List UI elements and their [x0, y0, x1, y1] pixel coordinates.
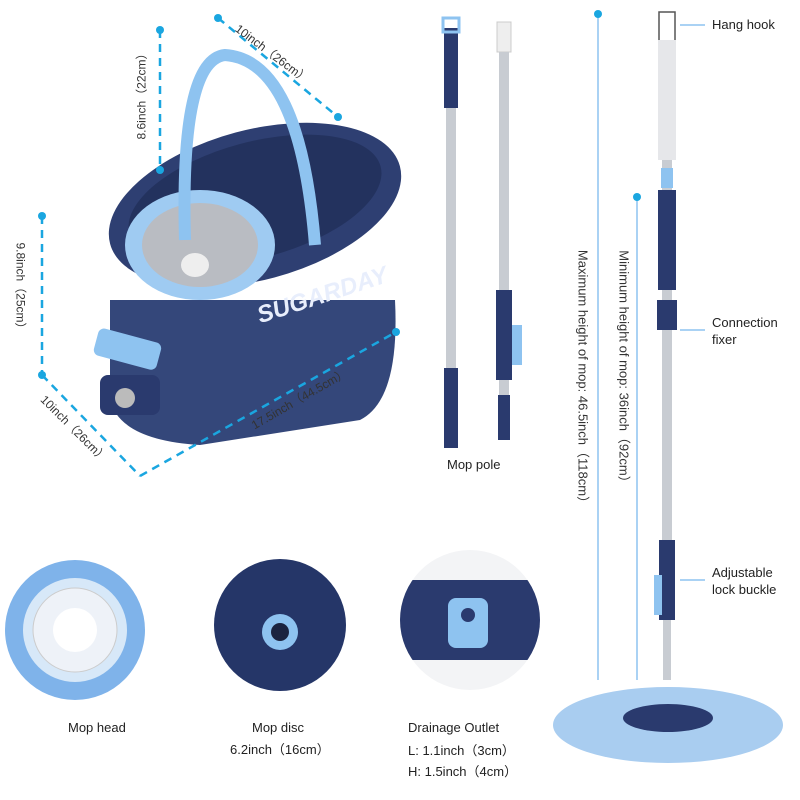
callout-hang-hook: Hang hook	[712, 17, 775, 32]
mop-head-image	[5, 560, 145, 700]
bucket-image: SUGARDAY	[93, 48, 402, 445]
callout-connection-fixer: Connection fixer	[712, 315, 778, 347]
mop-pole-image	[441, 16, 522, 448]
mop-disc-label: Mop disc	[252, 720, 305, 735]
mop-disc-size: 6.2inch（16cm）	[230, 742, 330, 757]
mop-pole-label: Mop pole	[447, 457, 501, 472]
max-height-label: Maximum height of mop: 46.5inch（118cm）	[575, 249, 591, 510]
min-height-label: Minimum height of mop: 36inch（92cm）	[616, 250, 632, 489]
mop-disc-image	[214, 559, 346, 691]
drainage-label: Drainage Outlet	[408, 720, 500, 735]
mop-image	[553, 11, 783, 763]
drainage-length: L: 1.1inch（3cm）	[408, 743, 515, 758]
drainage-height: H: 1.5inch（4cm）	[408, 764, 518, 779]
dim-bucket-height: 9.8inch（25cm）	[13, 242, 28, 335]
mop-head-label: Mop head	[68, 720, 126, 735]
drainage-outlet-image	[400, 550, 540, 690]
callout-lock-buckle: Adjustable lock buckle	[712, 565, 777, 597]
dim-handle-height: 8.6inch（22cm）	[134, 47, 149, 140]
dimension-lines	[40, 17, 397, 478]
